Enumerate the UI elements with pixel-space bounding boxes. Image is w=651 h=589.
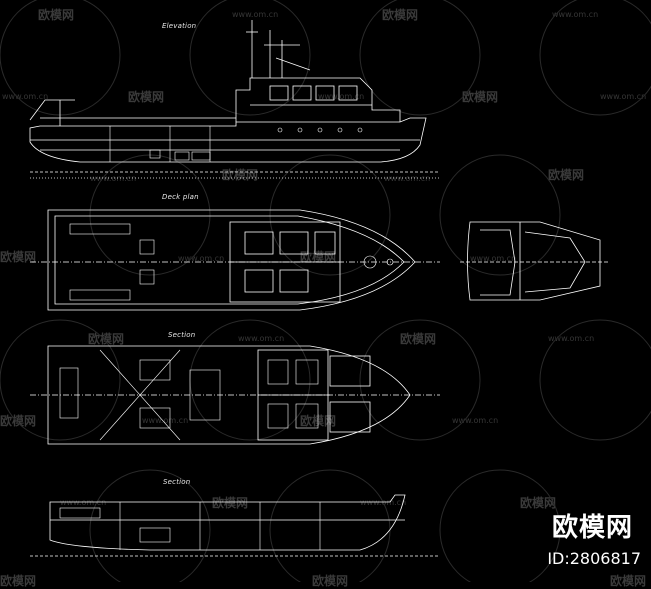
deck-plan-label: Deck plan — [162, 193, 199, 201]
watermark-text: 欧模网 — [212, 496, 249, 510]
deck-plan-view — [30, 209, 440, 311]
model-id: ID:2806817 — [547, 549, 641, 568]
watermark-url: www.om.cn — [232, 10, 279, 19]
longitudinal-section-view — [30, 494, 440, 557]
watermark-text: 欧模网 — [0, 250, 37, 264]
watermark-text: 欧模网 — [38, 8, 75, 22]
watermark-url: www.om.cn — [552, 10, 599, 19]
watermark-url: www.om.cn — [600, 92, 647, 101]
elevation-view — [29, 20, 440, 179]
brand-logo-text: 欧模网 — [551, 513, 633, 543]
watermark-text: 欧模网 — [128, 90, 165, 104]
watermark-text: 欧模网 — [88, 332, 125, 346]
watermark-text: 欧模网 — [400, 332, 437, 346]
watermark-text: 欧模网 — [548, 168, 585, 182]
watermark-url: www.om.cn — [548, 334, 595, 343]
watermark-url: www.om.cn — [470, 254, 517, 263]
watermark-url: www.om.cn — [238, 334, 285, 343]
watermark-text: 欧模网 — [0, 414, 37, 428]
watermark-url: www.om.cn — [318, 92, 365, 101]
body-plan-view — [460, 221, 610, 301]
section-plan-view — [30, 345, 440, 445]
watermark-url: www.om.cn — [178, 254, 225, 263]
watermark-url: www.om.cn — [142, 416, 189, 425]
watermark-url: www.om.cn — [384, 174, 431, 183]
watermark-url: www.om.cn — [2, 92, 49, 101]
watermark-url: www.om.cn — [60, 498, 107, 507]
section-label: Section — [168, 331, 196, 339]
elevation-label: Elevation — [162, 22, 197, 30]
watermark-text: 欧模网 — [222, 168, 259, 182]
watermark-url: www.om.cn — [90, 174, 137, 183]
watermark-text: 欧模网 — [382, 8, 419, 22]
watermark-text: 欧模网 — [520, 496, 557, 510]
section-label: Section — [163, 478, 191, 486]
watermark-text: 欧模网 — [300, 250, 337, 264]
watermark-url: www.om.cn — [452, 416, 499, 425]
watermark-text: 欧模网 — [462, 90, 499, 104]
